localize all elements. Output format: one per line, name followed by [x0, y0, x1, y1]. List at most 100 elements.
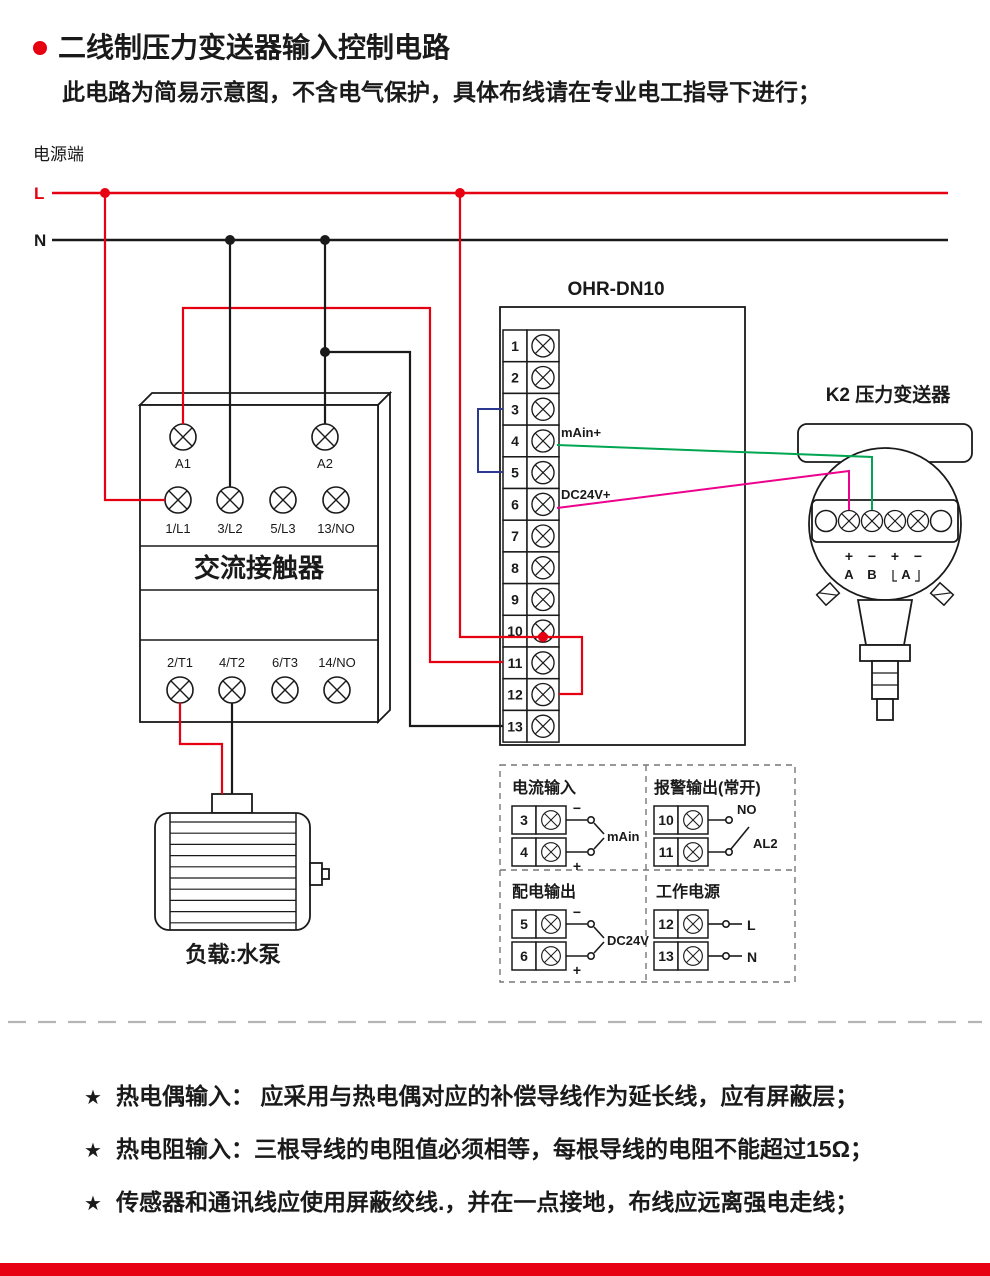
screw-icon — [531, 714, 555, 738]
input-terminal-label: 13/NO — [317, 521, 355, 536]
junction-node-live — [538, 632, 548, 642]
transmitter-hex-nut — [859, 644, 911, 662]
terminal-b-label: B — [867, 567, 876, 582]
line-shape — [818, 592, 838, 596]
no-contact-label: NO — [737, 802, 757, 817]
wire-node — [586, 847, 595, 856]
terminal-a-label: A — [844, 567, 854, 582]
screw-icon — [216, 486, 244, 514]
terminal-number: 6 — [511, 496, 519, 512]
screw-icon — [322, 486, 350, 514]
screw-icon — [531, 587, 555, 612]
power-terminal-label: 电源端 — [33, 145, 84, 164]
minus-label: − — [573, 800, 581, 816]
legend-border — [499, 764, 796, 983]
coil-terminal-label: A2 — [317, 456, 333, 471]
polarity-label: + — [845, 548, 853, 564]
legend-alarm-output-terminals: 10 11 — [653, 805, 709, 867]
page-subtitle: 此电路为简易示意图，不含电气保护，具体布线请在专业电工指导下进行； — [62, 79, 821, 105]
screw-icon — [218, 676, 246, 704]
wires — [52, 191, 948, 794]
note-item: 热电阻输入：三根导线的电阻值必须相等，每根导线的电阻不能超过15Ω； — [116, 1136, 873, 1162]
no-contact-blade — [730, 826, 750, 850]
transmitter-probe-tip — [876, 698, 894, 721]
screw-icon — [531, 365, 555, 390]
terminal-number: 11 — [659, 844, 674, 860]
input-terminal-label: 5/L3 — [270, 521, 295, 536]
junction-node-live — [100, 188, 110, 198]
transmitter-label: K2 压力变送器 — [826, 383, 952, 406]
terminal-number: 3 — [520, 812, 528, 828]
contactor-name: 交流接触器 — [194, 553, 325, 583]
screw-icon — [837, 509, 861, 533]
screw-icon — [683, 842, 703, 862]
transmitter-right-gland — [929, 581, 955, 607]
wire-node — [721, 951, 730, 960]
terminal-number-box — [502, 329, 528, 363]
terminal-number: 1 — [511, 338, 519, 354]
motor-load: 负载:水泵 — [154, 793, 330, 967]
terminal-number-box — [511, 909, 537, 939]
note-item: 传感器和通讯线应使用屏蔽绞线.，并在一点接地，布线应远离强电走线； — [115, 1189, 858, 1215]
junction-node-neutral — [320, 235, 330, 245]
load-label: 负载:水泵 — [185, 942, 280, 967]
legend-work-power-title: 工作电源 — [656, 882, 720, 901]
contactor-to-motor-live-wire — [178, 703, 224, 794]
note-bullet: ★ — [84, 1140, 102, 1162]
polarity-label: − — [868, 548, 876, 564]
motor-winding-hatch — [170, 821, 296, 924]
junction-node-live — [455, 188, 465, 198]
screw-icon — [541, 914, 561, 934]
transmitter-end-hole — [929, 509, 953, 533]
terminal-number: 5 — [511, 465, 519, 481]
terminal-number: 9 — [511, 591, 519, 607]
contactor-body — [139, 404, 379, 723]
coil-a1-to-terminal11-wire — [181, 306, 503, 664]
polarity-label: − — [914, 548, 922, 564]
terminal3-5-jumper-wire — [477, 408, 503, 473]
note-bullet: ★ — [84, 1193, 102, 1215]
legend-power-output-title: 配电输出 — [512, 882, 576, 901]
dc24v-signal-label: DC24V — [607, 933, 649, 948]
polarity-label: + — [891, 548, 899, 564]
line-shape — [593, 837, 605, 850]
terminal-number-box — [511, 805, 537, 835]
power-rails: 电源端 L N — [33, 145, 84, 250]
transmitter-thread-stem — [871, 660, 899, 700]
transmitter-neck — [856, 599, 914, 646]
line-shape — [932, 592, 952, 596]
screw-icon — [531, 556, 555, 580]
terminal-number: 13 — [507, 718, 523, 734]
wire-node — [586, 919, 595, 928]
terminal-number: 10 — [658, 812, 674, 828]
neutral-to-terminal13-wire — [325, 350, 503, 728]
screw-icon — [323, 676, 351, 704]
bullet-icon — [33, 41, 47, 55]
screw-icon — [531, 460, 555, 485]
terminal-number: 7 — [511, 528, 519, 544]
header: 二线制压力变送器输入控制电路 此电路为简易示意图，不含电气保护，具体布线请在专业… — [33, 31, 821, 105]
screw-icon — [906, 509, 930, 533]
motor-shaft — [309, 862, 323, 886]
screw-icon — [683, 946, 703, 966]
terminal-number: 13 — [658, 948, 674, 964]
output-terminal-label: 4/T2 — [219, 655, 245, 670]
terminal-number: 12 — [507, 687, 523, 703]
terminal-number-box — [502, 519, 528, 553]
contactor-top-bevel — [137, 392, 393, 406]
transmitter-end-hole — [814, 509, 838, 533]
terminal-number-box — [653, 805, 679, 835]
controller-model: OHR-DN10 — [567, 279, 664, 300]
motor-terminal-box — [211, 793, 253, 814]
plus-label: + — [573, 858, 581, 874]
ac-contactor: A1 A2 1/L1 3/L2 5/L3 13/NO 交流接触器 2/T1 4/… — [137, 390, 393, 725]
screw-icon — [531, 429, 555, 453]
screw-icon — [541, 946, 561, 966]
line-shape — [593, 941, 605, 954]
screw-icon — [271, 676, 299, 704]
terminal-number: 12 — [658, 916, 674, 932]
wire-node — [724, 847, 733, 856]
